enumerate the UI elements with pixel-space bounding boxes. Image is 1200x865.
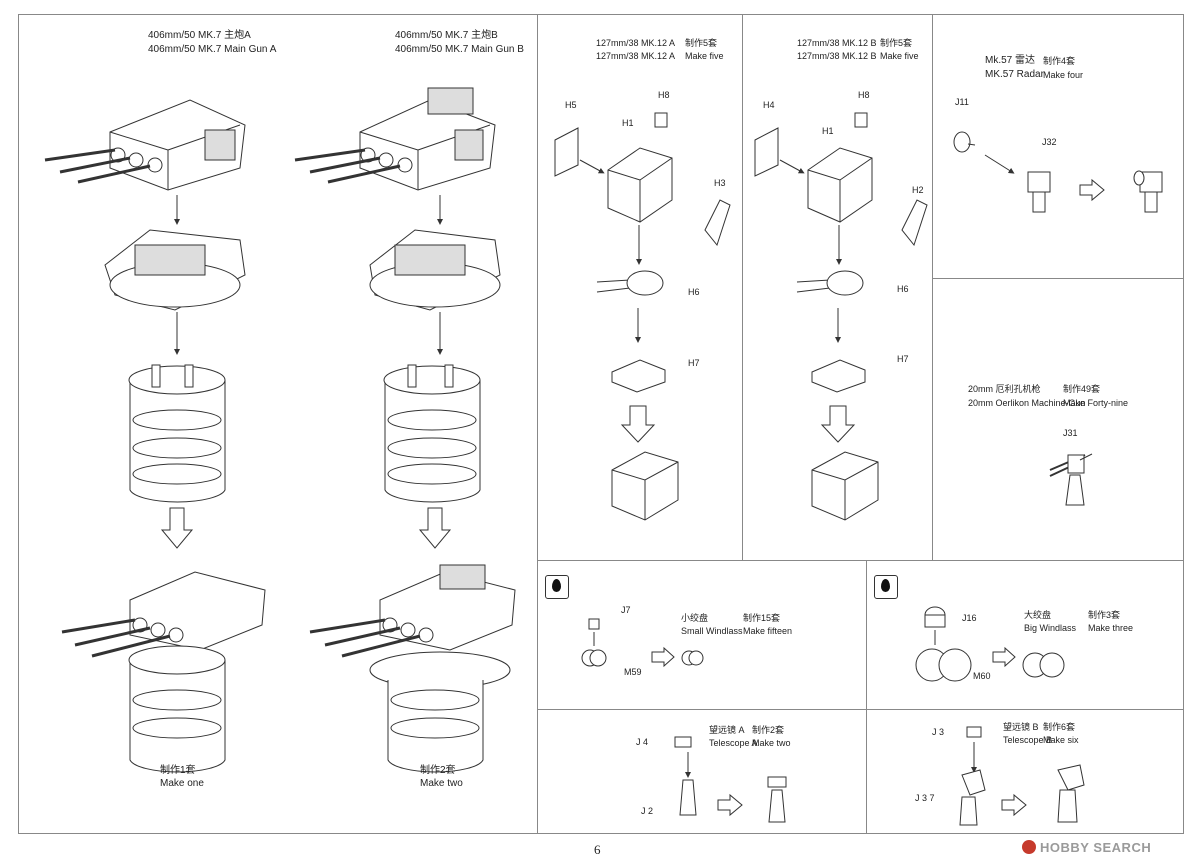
- telescope-b-title-cn: 望远镜 B: [1003, 722, 1039, 732]
- small-windlass-title-en: Small Windlass: [681, 626, 743, 636]
- telescope-a-qty-cn: 制作2套: [752, 725, 785, 735]
- watermark: HOBBY SEARCH: [1040, 840, 1152, 855]
- telescope-b-title-en: Telescope B: [1003, 735, 1053, 745]
- part-label: H1: [622, 118, 634, 128]
- telescope-a-title-cn: 望远镜 A: [709, 725, 745, 735]
- part-label: H5: [565, 100, 577, 110]
- main-gun-a-qty-en: Make one: [160, 778, 204, 789]
- secondary-a-title-2: 127mm/38 MK.12 A: [596, 51, 676, 61]
- small-windlass-qty-cn: 制作15套: [743, 613, 781, 623]
- secondary-b-mount-icon: [754, 112, 928, 521]
- secondary-a-title: 127mm/38 MK.12 A: [596, 38, 676, 48]
- part-label: J 4: [636, 737, 649, 747]
- part-label: J 3: [932, 727, 945, 737]
- radar-title-cn: Mk.57 雷达: [985, 55, 1036, 66]
- part-label: H3: [714, 178, 726, 188]
- oerlikon-qty-cn: 制作49套: [1063, 384, 1101, 394]
- telescope-a-qty-en: Make two: [752, 738, 791, 748]
- secondary-a-qty-cn: 制作5套: [685, 38, 718, 48]
- secondary-a-mount-icon: [554, 112, 731, 521]
- page-number: 6: [594, 842, 601, 857]
- oerlikon-icon: [1049, 453, 1093, 506]
- part-label: H6: [688, 287, 700, 297]
- part-label: H4: [763, 100, 775, 110]
- part-label: H1: [822, 126, 834, 136]
- part-label: J16: [962, 613, 977, 623]
- part-label: M60: [973, 671, 991, 681]
- part-label: H8: [858, 90, 870, 100]
- radar-title-en: MK.57 Radar: [985, 69, 1044, 80]
- big-windlass-title-en: Big Windlass: [1024, 623, 1077, 633]
- big-windlass-qty-en: Make three: [1088, 623, 1134, 633]
- glue-icon: [874, 575, 898, 599]
- secondary-b-title: 127mm/38 MK.12 B: [797, 38, 877, 48]
- telescope-a-icon: [674, 736, 787, 823]
- secondary-b-qty-cn: 制作5套: [880, 38, 913, 48]
- secondary-b-title-2: 127mm/38 MK.12 B: [797, 51, 877, 61]
- oerlikon-title-cn: 20mm 厄利孔机枪: [968, 384, 1041, 394]
- main-gun-b-assembled-icon: [309, 564, 516, 773]
- telescope-a-title-en: Telescope A: [709, 738, 758, 748]
- main-gun-b-turret-icon: [294, 87, 496, 191]
- main-gun-b-title-cn: 406mm/50 MK.7 主炮B: [395, 30, 498, 41]
- main-gun-a-qty-cn: 制作1套: [160, 765, 196, 776]
- main-gun-b-qty-en: Make two: [420, 778, 463, 789]
- big-windlass-title-cn: 大绞盘: [1024, 610, 1052, 620]
- small-windlass-icon: [581, 618, 704, 668]
- big-windlass-icon: [915, 606, 1065, 682]
- oerlikon-title-en: 20mm Oerlikon Machine-Gun: [968, 398, 1086, 408]
- oerlikon-qty-en: Make Forty-nine: [1063, 398, 1129, 408]
- part-label: H7: [688, 358, 700, 368]
- main-gun-a-turret-icon: [44, 99, 246, 191]
- part-label: J 3 7: [915, 793, 935, 803]
- big-windlass-qty-cn: 制作3套: [1088, 610, 1121, 620]
- part-label: H2: [912, 185, 924, 195]
- part-label: M59: [624, 667, 642, 677]
- part-label: H6: [897, 284, 909, 294]
- part-label: J7: [621, 605, 631, 615]
- telescope-b-qty-en: Make six: [1043, 735, 1079, 745]
- radar-icon: [953, 131, 1163, 213]
- main-gun-b-breech-icon: [369, 229, 501, 311]
- part-label: J 2: [641, 806, 654, 816]
- watermark-logo-icon: [1022, 840, 1036, 854]
- radar-qty-cn: 制作4套: [1043, 56, 1076, 66]
- secondary-a-qty-en: Make five: [685, 51, 724, 61]
- telescope-b-icon: [959, 726, 1085, 826]
- main-gun-a-title-cn: 406mm/50 MK.7 主炮A: [148, 30, 251, 41]
- radar-qty-en: Make four: [1043, 70, 1084, 80]
- part-label: H8: [658, 90, 670, 100]
- part-label: J32: [1042, 137, 1057, 147]
- small-windlass-qty-en: Make fifteen: [743, 626, 793, 636]
- main-gun-b-barbette-icon: [383, 364, 481, 503]
- main-gun-a-barbette-icon: [128, 364, 226, 503]
- secondary-b-qty-en: Make five: [880, 51, 919, 61]
- telescope-b-panel: [866, 709, 1184, 834]
- main-gun-a-assembled-icon: [61, 571, 266, 773]
- main-gun-b-qty-cn: 制作2套: [420, 765, 456, 776]
- main-gun-a-breech-icon: [104, 229, 246, 311]
- glue-icon: [545, 575, 569, 599]
- part-label: J11: [955, 97, 969, 107]
- telescope-b-qty-cn: 制作6套: [1043, 722, 1076, 732]
- part-label: J31: [1063, 428, 1078, 438]
- small-windlass-title-cn: 小绞盘: [681, 613, 709, 623]
- main-gun-a-title-en: 406mm/50 MK.7 Main Gun A: [148, 44, 277, 55]
- main-gun-b-title-en: 406mm/50 MK.7 Main Gun B: [395, 44, 524, 55]
- part-label: H7: [897, 354, 909, 364]
